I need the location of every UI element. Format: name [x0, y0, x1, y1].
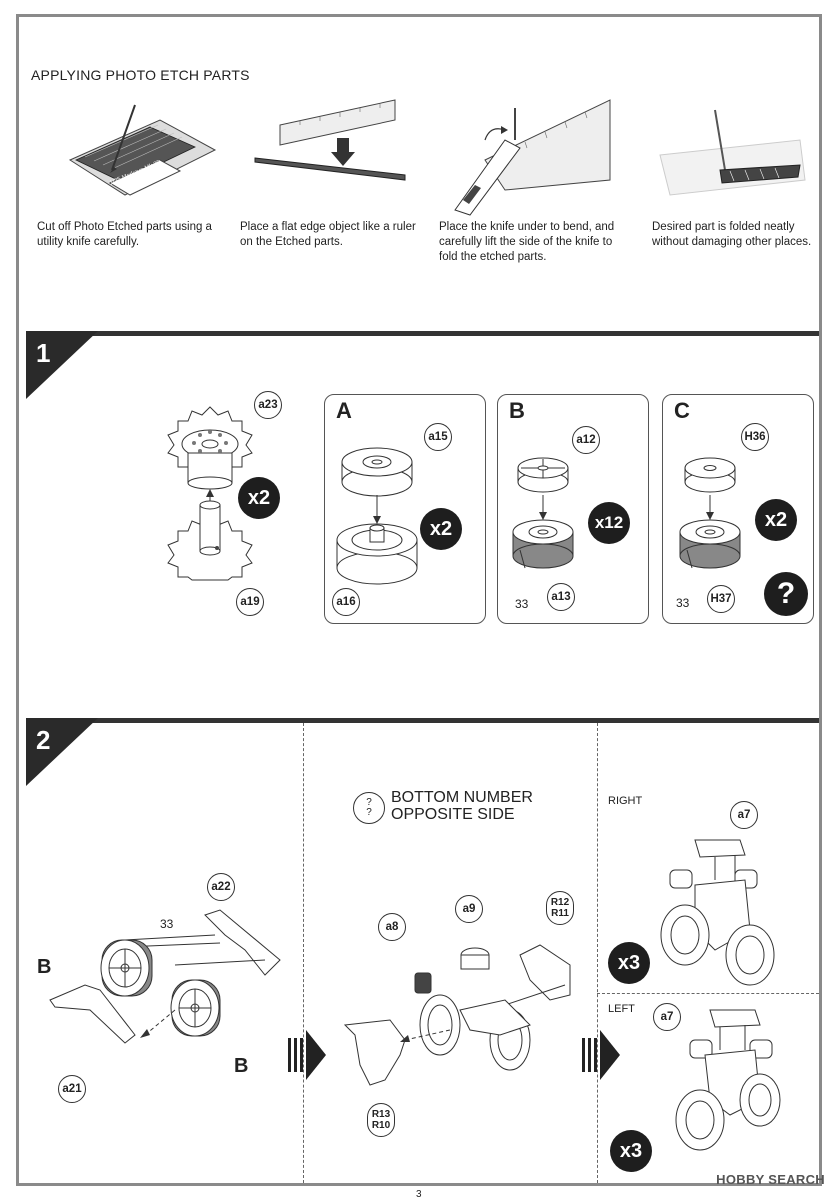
label-a13: a13	[547, 583, 575, 611]
side-label-left: LEFT	[608, 1003, 635, 1015]
multiplier-x3-right: x3	[608, 942, 650, 984]
wheel-label-b-right: B	[234, 1055, 249, 1077]
variant-letter-b: B	[509, 398, 525, 423]
etch-caption-4: Desired part is folded neatly without da…	[652, 221, 812, 248]
part-number-33-b: 33	[515, 597, 529, 611]
divider-right-split	[597, 993, 819, 994]
multiplier-x2-c: x2	[755, 499, 797, 541]
step1-marker	[26, 331, 98, 399]
bottom-number-icon-top: ?	[366, 797, 372, 808]
bottom-number-icon: ? ?	[353, 792, 385, 824]
multiplier-x2-main: x2	[238, 477, 280, 519]
label-a12: a12	[572, 426, 600, 454]
multiplier-x12-b: x12	[588, 502, 630, 544]
label-r13-r10: R13 R10	[367, 1103, 395, 1137]
flow-arrow-2	[582, 1030, 620, 1080]
flow-arrow-1	[288, 1030, 326, 1080]
label-a16: a16	[332, 588, 360, 616]
label-a21: a21	[58, 1075, 86, 1103]
label-a7-left: a7	[653, 1003, 681, 1031]
label-a22: a22	[207, 873, 235, 901]
label-a8: a8	[378, 913, 406, 941]
label-a15: a15	[424, 423, 452, 451]
label-h36: H36	[741, 423, 769, 451]
wheel-assembly-a	[336, 447, 418, 585]
label-a19: a19	[236, 588, 264, 616]
suspension-unit-assembly	[343, 944, 571, 1086]
label-r10: R10	[371, 1120, 391, 1131]
step1-band	[26, 331, 819, 336]
help-icon: ?	[764, 572, 808, 616]
etch-caption-3: Place the knife under to bend, and caref…	[439, 221, 615, 263]
label-r12: R12	[550, 897, 570, 908]
left-suspension-unit	[675, 1009, 781, 1151]
multiplier-x2-a: x2	[420, 508, 462, 550]
label-a23: a23	[254, 391, 282, 419]
side-label-right: RIGHT	[608, 795, 643, 807]
etch-cut-illustration	[68, 104, 217, 196]
page-number: 3	[416, 1189, 422, 1200]
step2-number: 2	[36, 725, 51, 755]
etch-result-illustration	[659, 109, 806, 196]
step2-marker	[26, 718, 98, 786]
label-a7-right: a7	[730, 801, 758, 829]
part-number-33-c: 33	[676, 596, 690, 610]
divider-left	[303, 723, 304, 1183]
label-r11: R11	[551, 908, 569, 919]
wheel-label-b-left: B	[37, 956, 52, 978]
etch-bend-illustration	[454, 99, 611, 216]
variant-letter-c: C	[674, 398, 690, 423]
step1-number: 1	[36, 338, 51, 368]
note-line-2: OPPOSITE SIDE	[391, 806, 515, 823]
label-r12-r11: R12 R11	[546, 891, 574, 925]
label-r13: R13	[371, 1109, 391, 1120]
multiplier-x3-left: x3	[610, 1130, 652, 1172]
bogie-arm-assembly	[49, 909, 281, 1044]
note-line-1: BOTTOM NUMBER	[391, 789, 533, 806]
bottom-number-note: BOTTOM NUMBER OPPOSITE SIDE	[391, 789, 533, 823]
right-suspension-unit	[660, 839, 775, 986]
etch-ruler-illustration	[254, 99, 406, 181]
sprocket-assembly	[167, 406, 253, 581]
divider-right	[597, 723, 598, 1183]
label-a9: a9	[455, 895, 483, 923]
variant-letter-a: A	[336, 398, 352, 423]
watermark: HOBBY SEARCH	[716, 1172, 825, 1187]
wheel-assembly-b	[512, 457, 574, 569]
label-h37: H37	[707, 585, 735, 613]
bottom-number-icon-bottom: ?	[366, 807, 372, 818]
section-title: APPLYING PHOTO ETCH PARTS	[31, 67, 250, 83]
step2-band	[26, 718, 819, 723]
etch-caption-1: Cut off Photo Etched parts using a utili…	[37, 221, 212, 248]
wheel-assembly-c	[679, 457, 741, 569]
variant-box-a	[324, 394, 486, 624]
part-number-33-step2: 33	[160, 917, 174, 931]
etch-caption-2: Place a flat edge object like a ruler on…	[240, 221, 416, 248]
